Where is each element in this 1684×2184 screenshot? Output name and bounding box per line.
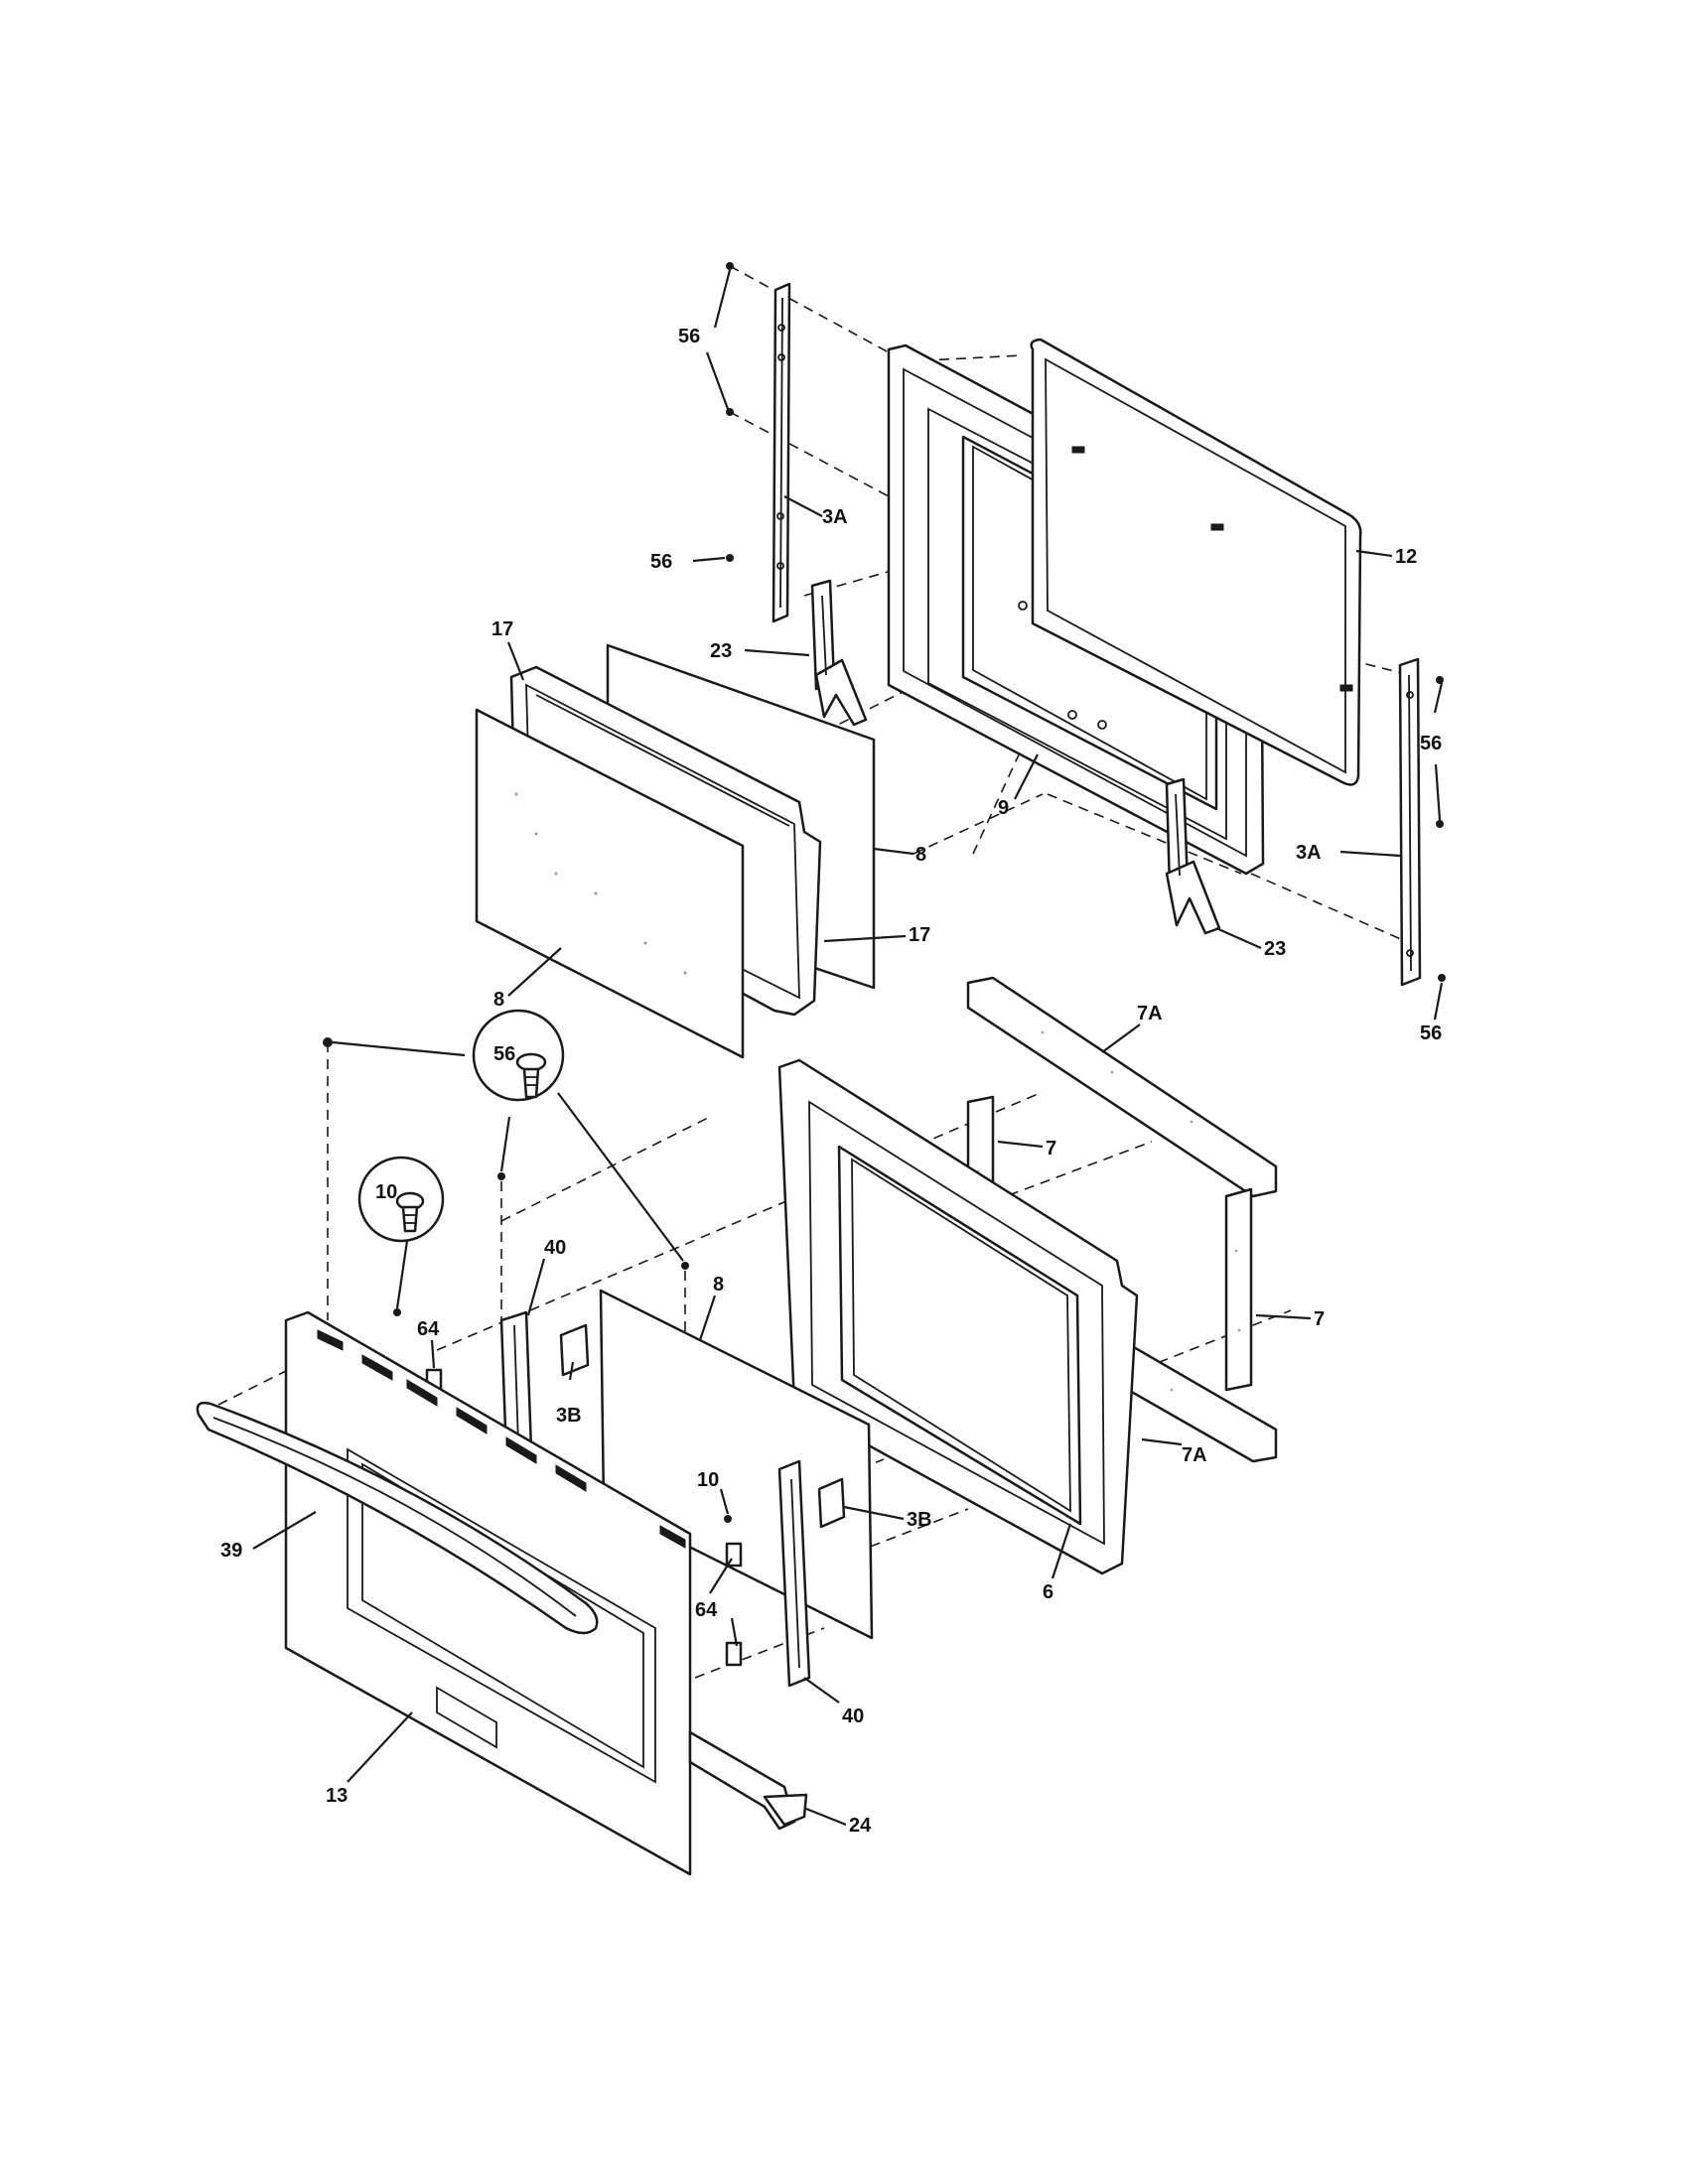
- hinge-upper-left: [810, 579, 868, 727]
- callout-3b: 3B: [907, 1509, 932, 1531]
- callout-56: 56: [678, 326, 700, 347]
- callout-10: 10: [697, 1469, 719, 1491]
- outer-door-panel: [284, 1310, 692, 1876]
- callout-8: 8: [713, 1274, 724, 1296]
- callout-8: 8: [915, 844, 926, 866]
- callout-9: 9: [998, 797, 1009, 819]
- hinge-rail-left: [772, 282, 791, 623]
- callout-40: 40: [544, 1237, 566, 1259]
- callout-23: 23: [710, 640, 732, 662]
- callout-56: 56: [650, 551, 672, 573]
- screw-inset-10: [357, 1156, 445, 1243]
- handle: [196, 1401, 599, 1635]
- callout-64: 64: [417, 1318, 440, 1340]
- callout-3b: 3B: [556, 1405, 582, 1427]
- callout-56: 56: [493, 1043, 515, 1065]
- hinge-lower: [688, 1730, 808, 1831]
- door-bracket-right: [777, 1459, 811, 1688]
- callout-64: 64: [695, 1599, 718, 1621]
- inner-frame-outer: [1030, 338, 1362, 786]
- callout-12: 12: [1395, 546, 1417, 568]
- hinge-rail-right: [1398, 657, 1422, 987]
- callout-23: 23: [1264, 938, 1286, 960]
- bracket-cover-left: [559, 1323, 590, 1377]
- callout-39: 39: [220, 1540, 242, 1562]
- screws-lower: [323, 1037, 732, 1523]
- callout-7a: 7A: [1137, 1003, 1163, 1024]
- callout-6: 6: [1043, 1581, 1053, 1603]
- screws-upper: [726, 262, 1446, 982]
- callout-40: 40: [842, 1706, 864, 1727]
- callout-13: 13: [326, 1785, 348, 1807]
- callout-labels: 56 3A 56 12 23 17 9 8 56 3A 17 23 8 56 7…: [220, 326, 1442, 1837]
- callout-56: 56: [1420, 1023, 1442, 1044]
- leader-lines: [252, 269, 1444, 1827]
- callout-3a: 3A: [822, 506, 848, 528]
- callout-10: 10: [375, 1181, 397, 1203]
- glass-front-left: [475, 708, 745, 1059]
- callout-17: 17: [491, 618, 513, 640]
- callout-17: 17: [909, 924, 930, 946]
- callout-3a: 3A: [1296, 842, 1322, 864]
- bracket-cover-right: [817, 1477, 846, 1529]
- callout-8: 8: [493, 989, 504, 1011]
- callout-7a: 7A: [1182, 1444, 1207, 1466]
- screw-inset-56: [472, 1009, 565, 1102]
- callout-7: 7: [1314, 1308, 1325, 1330]
- callout-24: 24: [849, 1815, 872, 1837]
- callout-7: 7: [1046, 1138, 1056, 1160]
- hinge-upper-right: [1165, 777, 1221, 935]
- callout-56: 56: [1420, 733, 1442, 754]
